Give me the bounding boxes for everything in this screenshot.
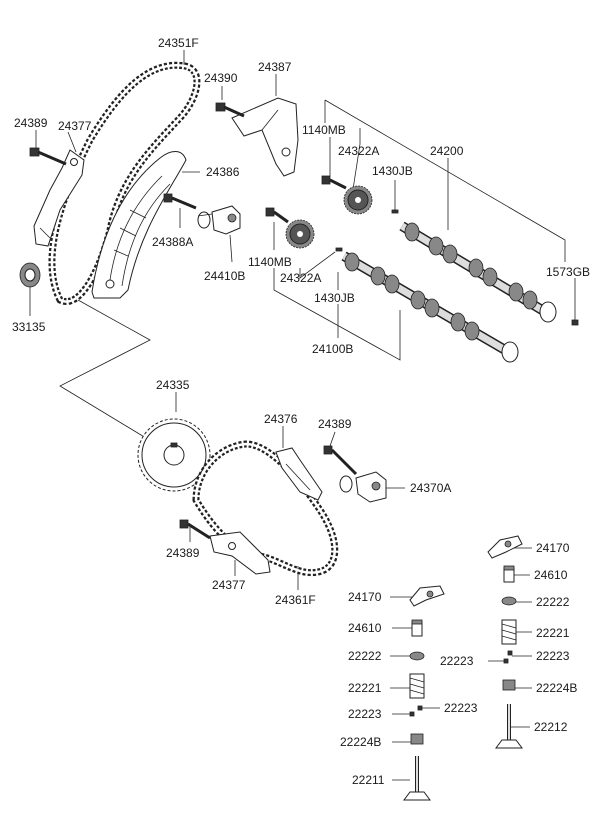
part-label-24200: 24200 — [430, 144, 464, 158]
part-label-24610-b: 24610 — [348, 621, 382, 635]
spring-22221-right — [501, 619, 517, 645]
spring-22221-left — [409, 673, 425, 699]
part-label-22222-b: 22222 — [348, 649, 382, 663]
bolt-24388A — [163, 193, 197, 210]
camshaft-24200 — [399, 221, 557, 323]
lower-timing-chain — [192, 440, 339, 577]
bolt-24389-upper — [29, 147, 67, 166]
dowel-1430JB — [335, 209, 399, 252]
bolt-24389-mid — [323, 445, 358, 476]
valve-22211-left — [403, 756, 431, 801]
chain-guide-24377-lower — [209, 531, 271, 575]
camshaft-24100B — [341, 251, 519, 363]
part-label-24387: 24387 — [258, 60, 292, 74]
part-label-24322A-b: 24322A — [280, 271, 321, 285]
bolt-24390 — [215, 102, 245, 118]
part-labels: 24351F 24390 24387 24389 24377 1140MB 24… — [12, 36, 590, 787]
tensioner-24410B — [197, 205, 241, 235]
part-label-24610-a: 24610 — [534, 568, 568, 582]
part-label-24100B: 24100B — [312, 342, 353, 356]
idler-33135 — [19, 262, 41, 288]
part-label-22212: 22212 — [534, 720, 568, 734]
part-label-22223-c: 22223 — [348, 707, 382, 721]
part-label-24335: 24335 — [156, 378, 190, 392]
leader-lines — [29, 50, 576, 781]
keeper-22223-left — [409, 705, 423, 717]
part-label-22221-a: 22221 — [536, 626, 570, 640]
retainer-22222-right — [501, 596, 517, 606]
part-label-22224B-a: 22224B — [536, 681, 577, 695]
part-label-24377-b: 24377 — [212, 578, 246, 592]
part-label-24376: 24376 — [264, 412, 298, 426]
part-label-33135: 33135 — [12, 320, 46, 334]
cam-sprocket-24322A-lower — [285, 219, 315, 249]
chain-guide-24376 — [275, 447, 323, 501]
part-label-24386: 24386 — [206, 165, 240, 179]
part-label-24361F: 24361F — [275, 593, 316, 607]
rocker-arm-24170-left — [409, 585, 445, 607]
part-label-24410B: 24410B — [204, 269, 245, 283]
part-label-1573GB: 1573GB — [546, 265, 590, 279]
chain-guide-24386 — [91, 151, 187, 299]
part-label-22221-b: 22221 — [348, 681, 382, 695]
chain-guide-24377-upper — [33, 149, 85, 247]
bolt-24389-lower — [179, 519, 211, 540]
part-label-1430JB-b: 1430JB — [314, 291, 355, 305]
part-label-24170-a: 24170 — [536, 541, 570, 555]
part-label-1140MB-b: 1140MB — [248, 255, 292, 269]
lash-adjuster-24610-right — [503, 565, 515, 583]
part-label-24170-b: 24170 — [348, 590, 382, 604]
part-label-24322A-a: 24322A — [338, 144, 379, 158]
part-label-22211: 22211 — [352, 773, 385, 787]
crank-sprocket-24335 — [137, 418, 211, 492]
part-label-22224B-b: 22224B — [340, 735, 381, 749]
part-label-1430JB-a: 1430JB — [372, 164, 413, 178]
part-label-24388A: 24388A — [152, 235, 193, 249]
tensioner-24370A — [339, 471, 387, 503]
rocker-arm-24170-right — [487, 535, 523, 559]
part-label-24389-b: 24389 — [318, 417, 352, 431]
plug-1573GB — [571, 319, 579, 326]
part-label-24389-c: 24389 — [166, 546, 200, 560]
valve-22212-right — [495, 704, 523, 749]
bolt-1140MB-upper — [321, 175, 347, 190]
bolt-1140MB-lower — [265, 207, 289, 224]
part-label-22223-d: 22223 — [444, 701, 478, 715]
part-label-24351F: 24351F — [158, 36, 199, 50]
part-label-24390: 24390 — [204, 71, 238, 85]
part-label-24370A: 24370A — [410, 481, 451, 495]
seal-22224B-left — [410, 733, 424, 745]
seal-22224B-right — [502, 679, 516, 691]
bracket-24387 — [231, 97, 299, 177]
retainer-22222-left — [409, 651, 425, 661]
keeper-22223-right — [503, 650, 513, 664]
part-label-1140MB-a: 1140MB — [302, 123, 346, 137]
lash-adjuster-24610-left — [411, 619, 423, 637]
cam-sprocket-24322A-upper — [343, 185, 373, 215]
part-label-24389-a: 24389 — [14, 116, 48, 130]
part-label-24377-a: 24377 — [58, 119, 92, 133]
part-label-22223-b: 22223 — [536, 649, 570, 663]
part-label-22223-a: 22223 — [440, 654, 474, 668]
part-label-22222-a: 22222 — [536, 595, 570, 609]
